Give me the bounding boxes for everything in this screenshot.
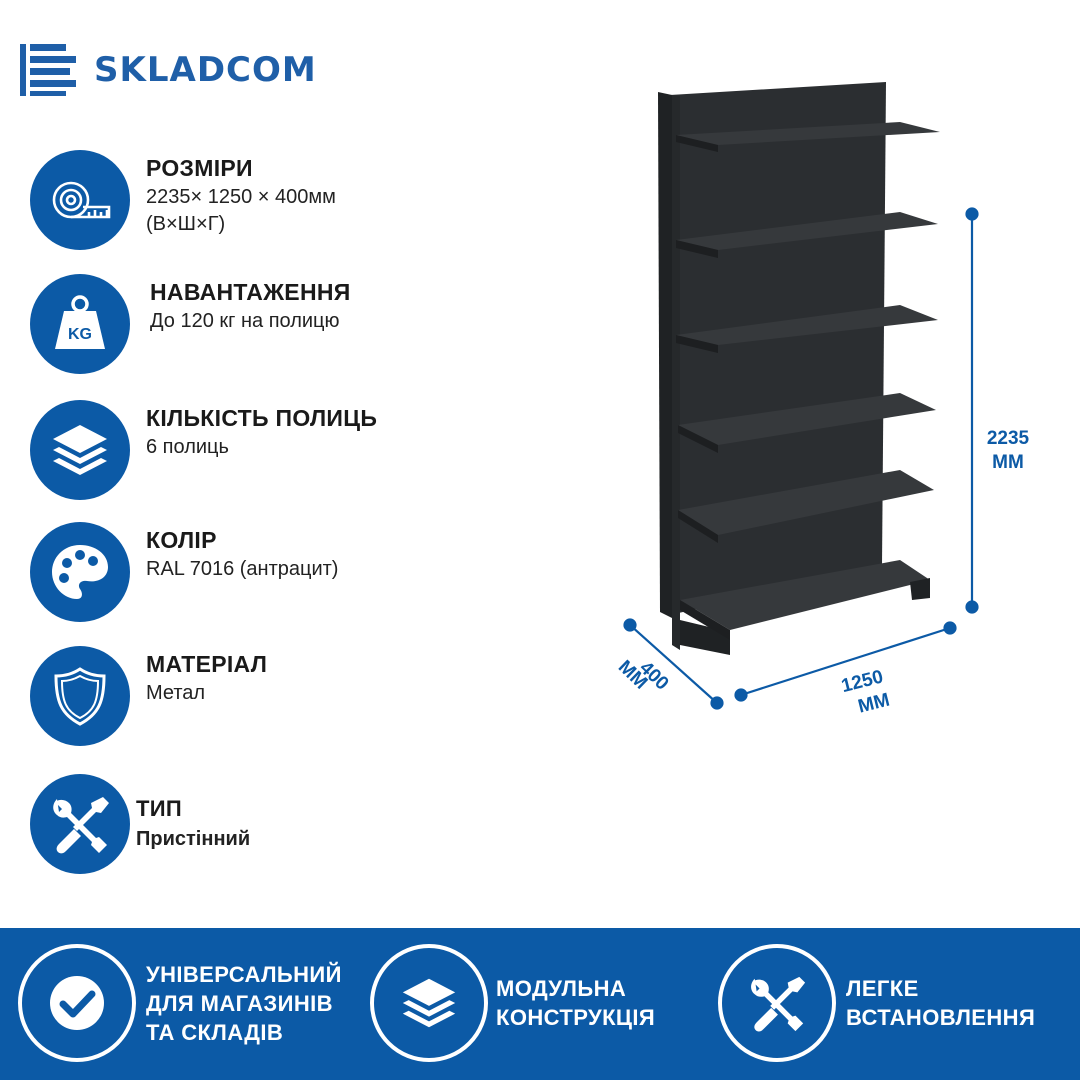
benefit-line: ТА СКЛАДІВ bbox=[146, 1019, 284, 1045]
feature-type: ТИП Пристінний bbox=[30, 774, 450, 874]
feature-value: Пристінний bbox=[136, 826, 436, 853]
feature-load: KG НАВАНТАЖЕННЯ До 120 кг на полицю bbox=[30, 274, 450, 374]
benefit-text: УНІВЕРСАЛЬНИЙ ДЛЯ МАГАЗИНІВ ТА СКЛАДІВ bbox=[146, 944, 342, 1062]
feature-title: ТИП bbox=[136, 796, 182, 821]
tools-icon bbox=[53, 797, 109, 854]
feature-value-line: 6 полиць bbox=[146, 436, 229, 458]
benefit-line: КОНСТРУКЦІЯ bbox=[496, 1005, 656, 1030]
feature-icon-circle bbox=[30, 774, 130, 874]
feature-icon-circle bbox=[30, 400, 130, 500]
benefit-line: МОДУЛЬНА bbox=[496, 976, 627, 1001]
benefit-line: ВСТАНОВЛЕННЯ bbox=[846, 1005, 1036, 1030]
height-value: 2235 bbox=[987, 428, 1030, 449]
wall-shelving-unit-icon: 2235 ММ 1250 ММ 400 ММ bbox=[614, 82, 1030, 718]
feature-title: РОЗМІРИ bbox=[146, 155, 253, 181]
checkmark-icon bbox=[50, 976, 104, 1030]
feature-icon-circle bbox=[30, 522, 130, 622]
skladcom-logo-icon bbox=[20, 44, 76, 96]
feature-icon-circle bbox=[30, 150, 130, 250]
feature-value-line: Метал bbox=[146, 682, 206, 704]
feature-value-line: До 120 кг на полицю bbox=[150, 310, 340, 332]
feature-material: МАТЕРІАЛ Метал bbox=[30, 646, 450, 746]
tape-measure-icon bbox=[52, 181, 111, 219]
benefit-line: ДЛЯ МАГАЗИНІВ bbox=[146, 990, 333, 1016]
height-unit: ММ bbox=[992, 452, 1024, 473]
feature-value-line: Пристінний bbox=[136, 828, 251, 850]
benefit-text: ЛЕГКЕ ВСТАНОВЛЕННЯ bbox=[846, 944, 1035, 1062]
weight-kg-icon: KG bbox=[55, 295, 105, 349]
feature-value: 6 полиць bbox=[146, 434, 446, 461]
feature-title: КОЛІР bbox=[146, 527, 217, 553]
brand-logo: SKLADCOM bbox=[18, 38, 378, 102]
layers-icon bbox=[53, 425, 107, 475]
feature-title: КІЛЬКІСТЬ ПОЛИЦЬ bbox=[146, 405, 378, 431]
feature-value: Метал bbox=[146, 680, 446, 707]
shelf-group bbox=[676, 122, 940, 640]
benefit-icon-circle bbox=[18, 944, 136, 1062]
feature-value: 2235× 1250 × 400мм (В×Ш×Г) bbox=[146, 184, 446, 238]
feature-value-line: RAL 7016 (антрацит) bbox=[146, 558, 339, 580]
benefit-text: МОДУЛЬНА КОНСТРУКЦІЯ bbox=[496, 944, 655, 1062]
feature-value: RAL 7016 (антрацит) bbox=[146, 556, 446, 583]
feature-title: НАВАНТАЖЕННЯ bbox=[150, 279, 351, 305]
benefit-icon-circle bbox=[370, 944, 488, 1062]
feature-title: МАТЕРІАЛ bbox=[146, 651, 268, 677]
svg-text:KG: KG bbox=[68, 326, 92, 343]
palette-icon bbox=[52, 545, 108, 599]
feature-value: До 120 кг на полицю bbox=[150, 308, 450, 335]
feature-color: КОЛІР RAL 7016 (антрацит) bbox=[30, 522, 450, 622]
brand-name: SKLADCOM bbox=[94, 50, 317, 90]
benefit-line: УНІВЕРСАЛЬНИЙ bbox=[146, 961, 342, 987]
benefit-icon-circle bbox=[718, 944, 836, 1062]
width-unit: ММ bbox=[856, 690, 892, 718]
feature-icon-circle bbox=[30, 646, 130, 746]
feature-shelf-count: КІЛЬКІСТЬ ПОЛИЦЬ 6 полиць bbox=[30, 400, 450, 500]
feature-icon-circle: KG bbox=[30, 274, 130, 374]
tools-icon bbox=[751, 976, 806, 1032]
feature-value-line: 2235× 1250 × 400мм bbox=[146, 186, 336, 208]
benefit-line: ЛЕГКЕ bbox=[846, 976, 919, 1001]
feature-value-line: (В×Ш×Г) bbox=[146, 213, 226, 235]
benefits-footer: УНІВЕРСАЛЬНИЙ ДЛЯ МАГАЗИНІВ ТА СКЛАДІВ М… bbox=[0, 928, 1080, 1080]
feature-dimensions: РОЗМІРИ 2235× 1250 × 400мм (В×Ш×Г) bbox=[30, 150, 450, 250]
shield-icon bbox=[54, 667, 106, 726]
layers-icon bbox=[402, 978, 456, 1028]
